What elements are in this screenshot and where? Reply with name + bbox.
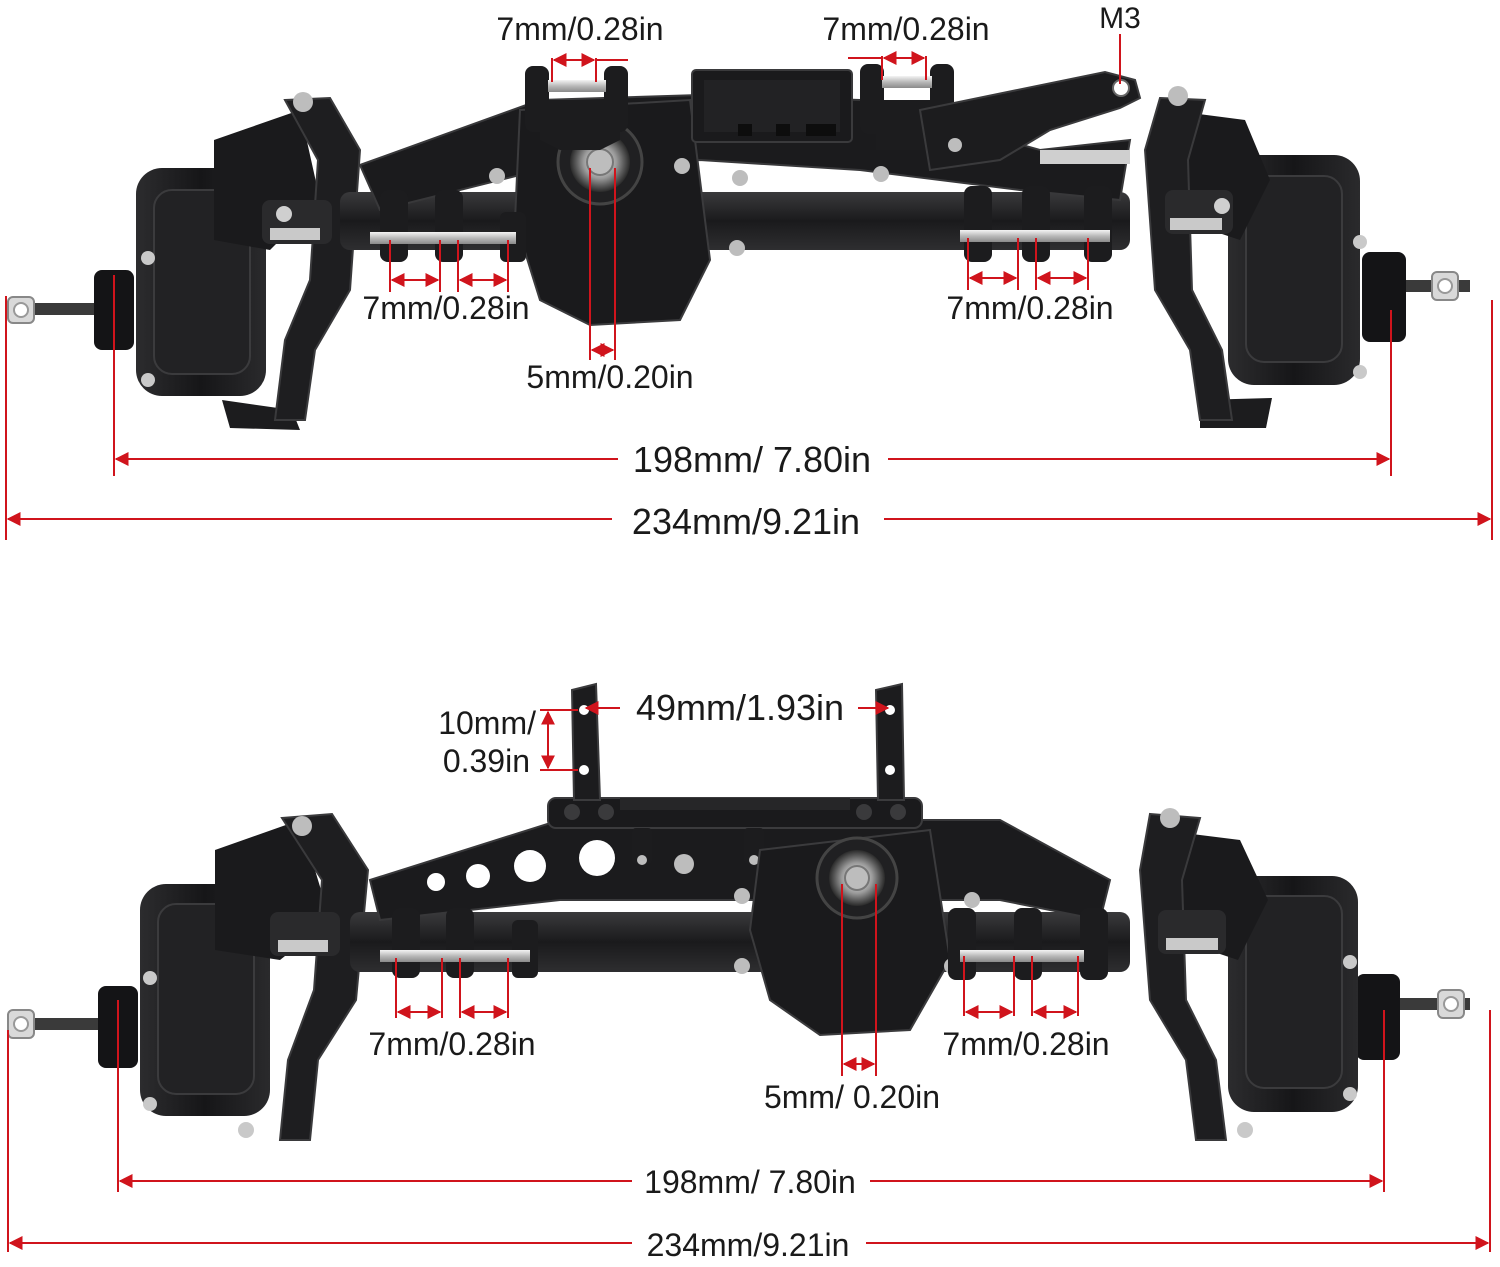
top-lower-right-link-mount <box>960 186 1112 262</box>
bottom-lower-left-pins-label: 7mm/0.28in <box>368 1026 535 1062</box>
top-dimensions <box>5 34 1493 540</box>
bottom-right-c-arm <box>1138 812 1228 1141</box>
bottom-lower-left-link-mount <box>380 908 538 978</box>
top-left-u-joint <box>262 200 332 244</box>
bottom-lower-right-pins-label: 7mm/0.28in <box>942 1026 1109 1062</box>
top-axle-assembly <box>7 64 1470 430</box>
bottom-right-stub-axle <box>1356 974 1470 1060</box>
bottom-diff-housing <box>734 828 980 1037</box>
top-servo-mount-box <box>691 69 853 143</box>
top-upper-left-link-mount <box>525 66 628 150</box>
bottom-right-u-joint <box>1158 910 1226 954</box>
top-left-stub-axle <box>7 270 134 350</box>
bottom-mount-height-label-line1: 10mm/ <box>438 705 536 741</box>
bottom-top-mount-plate <box>547 797 923 874</box>
bottom-left-mount-post <box>570 682 602 801</box>
top-upper-right-pin-label: 7mm/0.28in <box>822 11 989 47</box>
top-right-c-arm <box>1143 96 1234 421</box>
bottom-left-u-joint <box>270 912 340 956</box>
top-labels: 7mm/0.28in 7mm/0.28in M3 7mm/0.28in 7mm/… <box>362 2 1140 542</box>
top-hex-width-label: 198mm/ 7.80in <box>633 439 871 480</box>
bottom-truss-plate <box>368 819 1112 922</box>
bottom-pinion-label: 5mm/ 0.20in <box>764 1079 940 1115</box>
top-left-knuckle <box>136 110 320 430</box>
top-lower-left-link-mount <box>370 190 526 262</box>
top-right-stub-axle <box>1362 252 1470 342</box>
top-lower-right-pins-label: 7mm/0.28in <box>946 290 1113 326</box>
bottom-axle-assembly <box>7 682 1470 1141</box>
top-steering-arm <box>918 70 1142 172</box>
bottom-hex-width-label: 198mm/ 7.80in <box>644 1164 856 1200</box>
bottom-overall-width-label: 234mm/9.21in <box>647 1227 850 1263</box>
bottom-right-knuckle <box>1160 830 1358 1138</box>
bottom-lower-right-link-mount <box>948 908 1108 980</box>
bottom-right-mount-post <box>874 682 906 801</box>
bottom-mount-spacing-label: 49mm/1.93in <box>636 687 844 728</box>
top-overall-width-label: 234mm/9.21in <box>632 501 860 542</box>
top-thread-label: M3 <box>1099 2 1141 35</box>
bottom-left-knuckle <box>140 820 330 1138</box>
bottom-dimensions <box>7 701 1491 1252</box>
top-right-knuckle <box>1168 110 1367 428</box>
bottom-labels: 49mm/1.93in 10mm/ 0.39in 7mm/0.28in 7mm/… <box>368 687 1109 1263</box>
top-right-u-joint <box>1165 190 1233 234</box>
top-lower-left-pins-label: 7mm/0.28in <box>362 290 529 326</box>
top-upper-left-pin-label: 7mm/0.28in <box>496 11 663 47</box>
top-pinion-label: 5mm/0.20in <box>526 359 693 395</box>
bottom-mount-height-label-line2: 0.39in <box>443 743 530 779</box>
